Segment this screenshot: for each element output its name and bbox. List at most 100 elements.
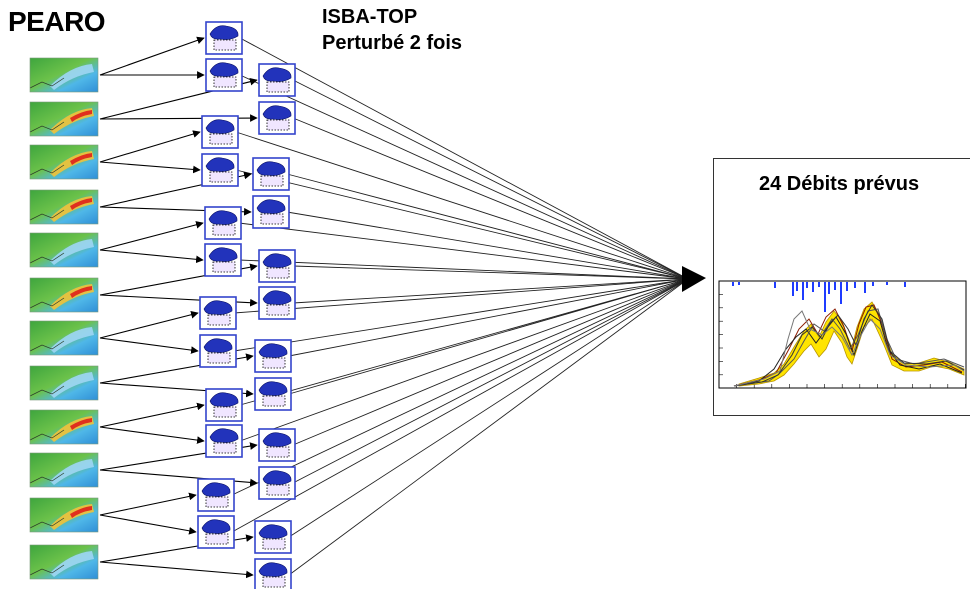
basin-icon bbox=[203, 300, 233, 315]
map-contour bbox=[29, 297, 65, 309]
basin-icon bbox=[262, 253, 292, 268]
output-hydrograph-icon bbox=[205, 496, 229, 508]
isba-top-box bbox=[254, 377, 292, 411]
isba-top-box bbox=[254, 558, 292, 589]
rain-core bbox=[70, 506, 92, 518]
map-contour bbox=[29, 472, 65, 484]
isba-top-box bbox=[205, 424, 243, 458]
rain-bar bbox=[818, 282, 820, 287]
output-hydrograph-icon bbox=[266, 304, 290, 316]
rain-core bbox=[70, 418, 92, 430]
fan-line bbox=[239, 278, 689, 442]
map-border bbox=[29, 144, 99, 180]
rain-bar bbox=[824, 282, 826, 312]
fan-line bbox=[239, 37, 689, 280]
isba-top-box bbox=[254, 339, 292, 373]
basin-icon bbox=[208, 210, 238, 225]
output-hydrograph-icon bbox=[209, 133, 233, 145]
fan-line bbox=[231, 278, 689, 533]
rain-bar bbox=[886, 282, 888, 285]
basin-icon bbox=[256, 161, 286, 176]
pearo-map bbox=[29, 101, 99, 137]
fan-line bbox=[292, 117, 689, 280]
isba-top-box bbox=[258, 101, 296, 135]
output-hydrograph-icon bbox=[213, 442, 237, 454]
isba-top-boxes bbox=[197, 21, 296, 589]
map-contour bbox=[29, 121, 65, 133]
fan-line bbox=[292, 79, 689, 280]
map-to-box-arrow bbox=[99, 514, 197, 535]
basin-icon bbox=[258, 524, 288, 539]
basin-icon bbox=[205, 119, 235, 134]
pearo-map bbox=[29, 409, 99, 445]
basin-icon bbox=[256, 199, 286, 214]
fan-line bbox=[286, 173, 689, 280]
fan-line bbox=[231, 278, 689, 496]
isba-top-box bbox=[205, 58, 243, 92]
map-border bbox=[29, 544, 99, 580]
isba-top-title: ISBA-TOP Perturbé 2 fois bbox=[322, 4, 462, 56]
rain-cell bbox=[50, 327, 94, 353]
forecast-members bbox=[733, 304, 965, 387]
forecast-panel: 24 Débits prévus bbox=[713, 158, 970, 416]
convergence-arrowhead bbox=[682, 266, 706, 292]
map-to-box-arrow bbox=[99, 310, 199, 339]
forecast-envelope bbox=[738, 301, 965, 387]
pearo-map bbox=[29, 189, 99, 225]
pearo-map bbox=[29, 277, 99, 313]
map-border bbox=[29, 452, 99, 488]
pearo-maps bbox=[29, 57, 99, 580]
map-contour bbox=[29, 209, 65, 221]
basin-icon bbox=[262, 432, 292, 447]
fan-line bbox=[288, 278, 689, 576]
basin-icon bbox=[203, 338, 233, 353]
hydrograph bbox=[718, 280, 967, 389]
isba-top-box bbox=[258, 466, 296, 500]
pearo-map bbox=[29, 232, 99, 268]
rain-bar bbox=[792, 282, 794, 296]
output-hydrograph-icon bbox=[266, 267, 290, 279]
fan-line bbox=[238, 222, 689, 280]
isba-top-box bbox=[258, 249, 296, 283]
output-hydrograph-icon bbox=[266, 484, 290, 496]
basin-icon bbox=[209, 428, 239, 443]
basin-icon bbox=[262, 105, 292, 120]
map-border bbox=[29, 232, 99, 268]
pearo-map bbox=[29, 452, 99, 488]
map-border bbox=[29, 365, 99, 401]
basin-icon bbox=[208, 247, 238, 262]
rain-bar bbox=[828, 282, 830, 294]
rain-bar bbox=[796, 282, 798, 291]
map-border bbox=[29, 189, 99, 225]
output-hydrograph-icon bbox=[262, 395, 286, 407]
output-hydrograph-icon bbox=[212, 261, 236, 273]
rain-bar bbox=[854, 282, 856, 288]
basin-icon bbox=[209, 392, 239, 407]
rain-cell bbox=[50, 459, 94, 485]
basin-icon bbox=[209, 62, 239, 77]
pearo-map bbox=[29, 365, 99, 401]
isba-top-box bbox=[201, 153, 239, 187]
pearo-map bbox=[29, 57, 99, 93]
map-contour bbox=[29, 429, 65, 441]
pearo-title: PEARO bbox=[8, 6, 106, 37]
output-hydrograph-icon bbox=[205, 533, 229, 545]
rain-bar bbox=[904, 282, 906, 287]
map-to-box-arrow bbox=[99, 161, 201, 174]
map-border bbox=[29, 409, 99, 445]
map-to-box-arrow bbox=[99, 426, 205, 444]
isba-top-box bbox=[258, 286, 296, 320]
basin-icon bbox=[262, 470, 292, 485]
output-hydrograph-icon bbox=[262, 576, 286, 588]
map-to-box-arrow bbox=[99, 130, 201, 163]
rain-core bbox=[70, 198, 92, 210]
rain-bar bbox=[732, 282, 734, 286]
isba-top-box bbox=[197, 515, 235, 549]
rain-cell bbox=[50, 64, 94, 90]
isba-top-title-line2: Perturbé 2 fois bbox=[322, 32, 463, 54]
isba-top-box bbox=[204, 206, 242, 240]
map-contour bbox=[29, 385, 65, 397]
basin-icon bbox=[258, 343, 288, 358]
map-to-box-arrow bbox=[99, 36, 205, 76]
